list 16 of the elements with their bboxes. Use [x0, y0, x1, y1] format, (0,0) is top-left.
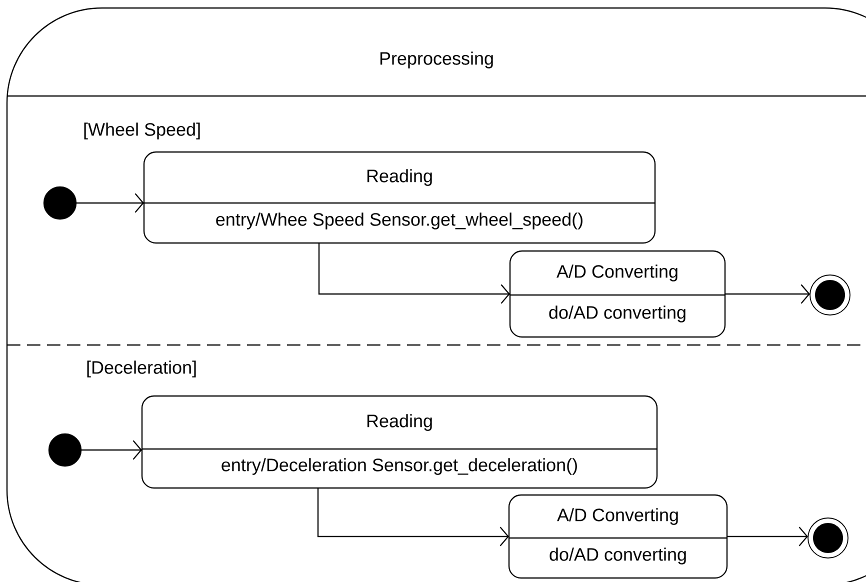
initial-state: [43, 186, 77, 220]
initial-state: [48, 433, 82, 467]
transition-arrow: [727, 526, 808, 546]
transition-arrow: [318, 243, 510, 304]
guard-label: [Deceleration]: [87, 360, 196, 378]
final-state: [808, 518, 848, 558]
transition-arrow: [725, 284, 810, 304]
transition-arrow: [76, 193, 144, 213]
state-box: A/D Converting do/AD converting: [509, 250, 726, 338]
state-box: Reading entry/Whee Speed Sensor.get_wheel_speed(): [143, 151, 656, 244]
state-box: Reading entry/Deceleration Sensor.get_deceleration(): [141, 395, 658, 489]
state-box: A/D Converting do/AD converting: [508, 494, 728, 579]
final-state: [810, 274, 850, 316]
transition-arrow: [81, 440, 142, 460]
guard-label: [Wheel Speed]: [84, 122, 200, 140]
transition-arrow: [317, 488, 510, 546]
